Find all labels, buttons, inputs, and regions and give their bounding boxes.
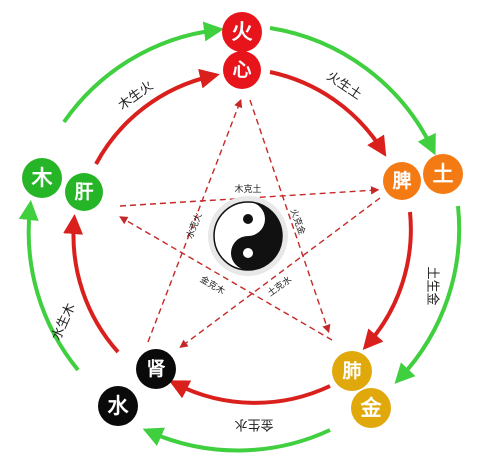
inner-generating-cycle bbox=[63, 68, 413, 405]
metal-element-label: 金 bbox=[360, 396, 383, 420]
nodes: 火 心 脾 土 肺 金 肾 水 木 肝 bbox=[22, 12, 463, 428]
label-wood-generates-fire: 木生火 bbox=[116, 78, 156, 113]
outer-arrow-earth-metal bbox=[394, 205, 462, 384]
liver-organ-label: 肝 bbox=[74, 181, 93, 203]
outer-arrow-water-wood bbox=[18, 200, 80, 372]
label-metal-controls-wood: 金克木 bbox=[198, 273, 227, 297]
spleen-organ-circle bbox=[383, 162, 421, 200]
earth-element-label: 土 bbox=[433, 162, 454, 186]
label-water-controls-fire: 水克火 bbox=[183, 211, 204, 241]
label-water-generates-wood: 水生木 bbox=[49, 301, 79, 343]
kidney-organ-circle bbox=[136, 349, 176, 389]
outer-generating-cycle bbox=[18, 21, 462, 453]
inner-arrow-heart-spleen bbox=[269, 70, 387, 157]
lung-organ-label: 肺 bbox=[342, 360, 361, 382]
label-earth-controls-water: 土克水 bbox=[265, 273, 294, 299]
label-earth-generates-metal: 土生金 bbox=[425, 266, 441, 305]
heart-organ-circle bbox=[223, 51, 261, 89]
inner-arrow-lung-kidney bbox=[168, 380, 331, 405]
star-line-earth-water bbox=[179, 197, 381, 349]
yin-yang-icon bbox=[208, 196, 288, 276]
heart-organ-label: 心 bbox=[232, 59, 251, 81]
star-line-wood-earth bbox=[119, 186, 380, 207]
fire-element-circle bbox=[222, 12, 262, 52]
outer-arrow-fire-earth bbox=[269, 26, 436, 156]
star-line-water-fire bbox=[147, 98, 243, 343]
fire-element-label: 火 bbox=[232, 20, 253, 44]
inner-arrow-spleen-lung bbox=[362, 211, 413, 351]
label-wood-controls-earth: 木克土 bbox=[234, 183, 261, 195]
water-element-circle bbox=[98, 386, 138, 426]
outer-arrow-metal-water bbox=[142, 427, 331, 453]
label-fire-controls-metal: 火克金 bbox=[288, 207, 309, 236]
spleen-organ-label: 脾 bbox=[391, 169, 411, 192]
metal-element-circle bbox=[351, 388, 391, 428]
lung-organ-circle bbox=[332, 351, 372, 391]
outer-arrow-wood-fire bbox=[62, 21, 224, 124]
water-element-label: 水 bbox=[108, 394, 130, 418]
controlling-star bbox=[119, 98, 381, 349]
kidney-organ-label: 肾 bbox=[146, 358, 165, 380]
earth-element-circle bbox=[423, 154, 463, 194]
wood-element-circle bbox=[22, 158, 62, 198]
inner-arrow-liver-heart bbox=[94, 68, 220, 165]
star-line-fire-metal bbox=[249, 99, 331, 334]
label-metal-generates-water: 金生水 bbox=[234, 417, 273, 433]
wood-element-label: 木 bbox=[31, 166, 54, 190]
star-line-metal-wood bbox=[119, 216, 333, 341]
liver-organ-circle bbox=[65, 173, 103, 211]
inner-arrow-kidney-liver bbox=[63, 214, 120, 354]
